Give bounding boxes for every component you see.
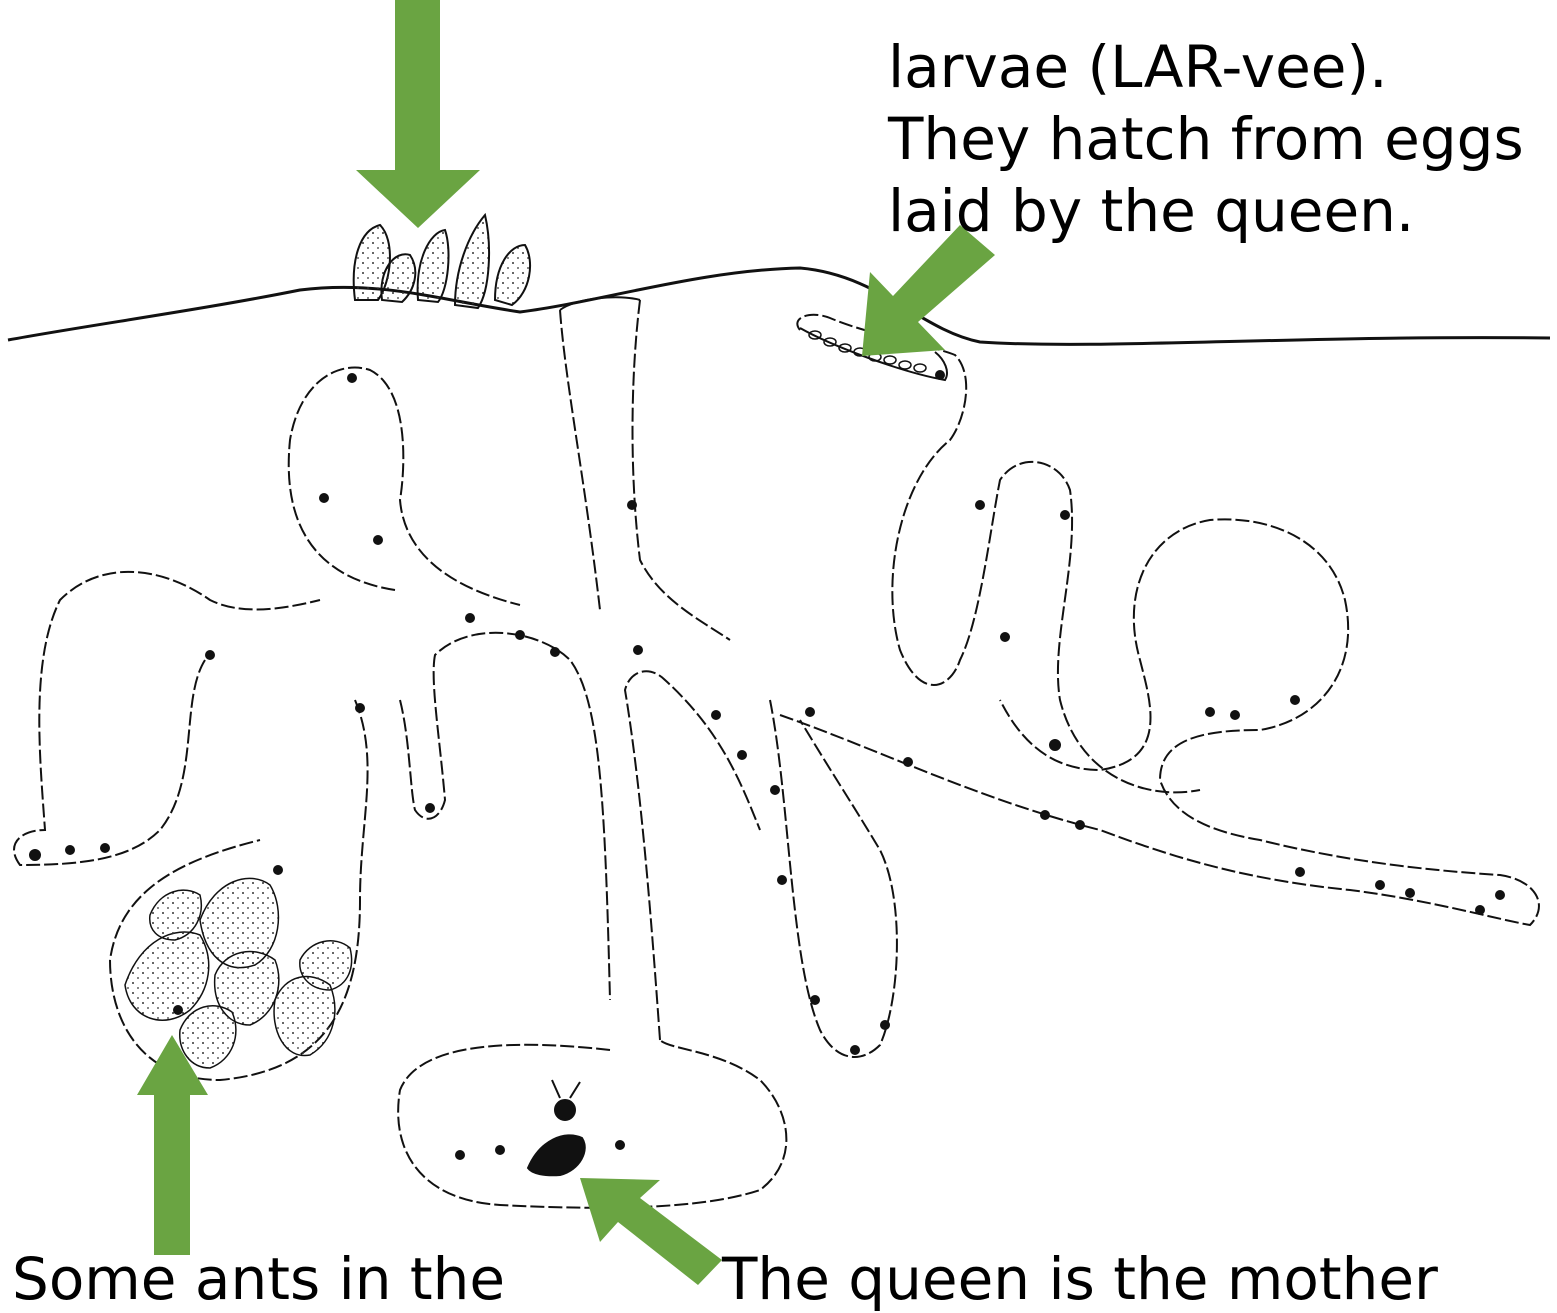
chamber-right-hanging [770, 700, 897, 1057]
chamber-left [14, 572, 320, 865]
side-tunnel [400, 633, 610, 1000]
caption-fungus: Some ants in the [12, 1250, 505, 1308]
ant-nest-diagram: larvae (LAR-vee). They hatch from eggs l… [0, 0, 1557, 1285]
main-tunnel [560, 300, 730, 640]
chamber-right-long [780, 519, 1539, 925]
ant-marks [29, 370, 1505, 1160]
arrow-to-fungus [137, 1035, 208, 1255]
chamber-upper-left [289, 368, 520, 605]
arrows-layer [137, 0, 995, 1285]
larvae-tunnel [797, 315, 1200, 793]
queen-ant [528, 1080, 585, 1175]
ground-line [8, 268, 1550, 344]
surface-plants [354, 215, 530, 308]
arrow-to-queen [580, 1178, 722, 1285]
queen-tunnel [625, 671, 760, 1040]
caption-larvae-line-1: larvae (LAR-vee). [888, 38, 1388, 96]
caption-larvae: larvae (LAR-vee). They hatch from eggs l… [888, 0, 1548, 240]
fungus-garden [125, 878, 352, 1068]
arrow-to-garden [356, 0, 480, 228]
caption-queen: The queen is the mother [722, 1250, 1438, 1308]
caption-larvae-line-2: They hatch from eggs [888, 110, 1524, 168]
caption-larvae-line-3: laid by the queen. [888, 182, 1414, 240]
